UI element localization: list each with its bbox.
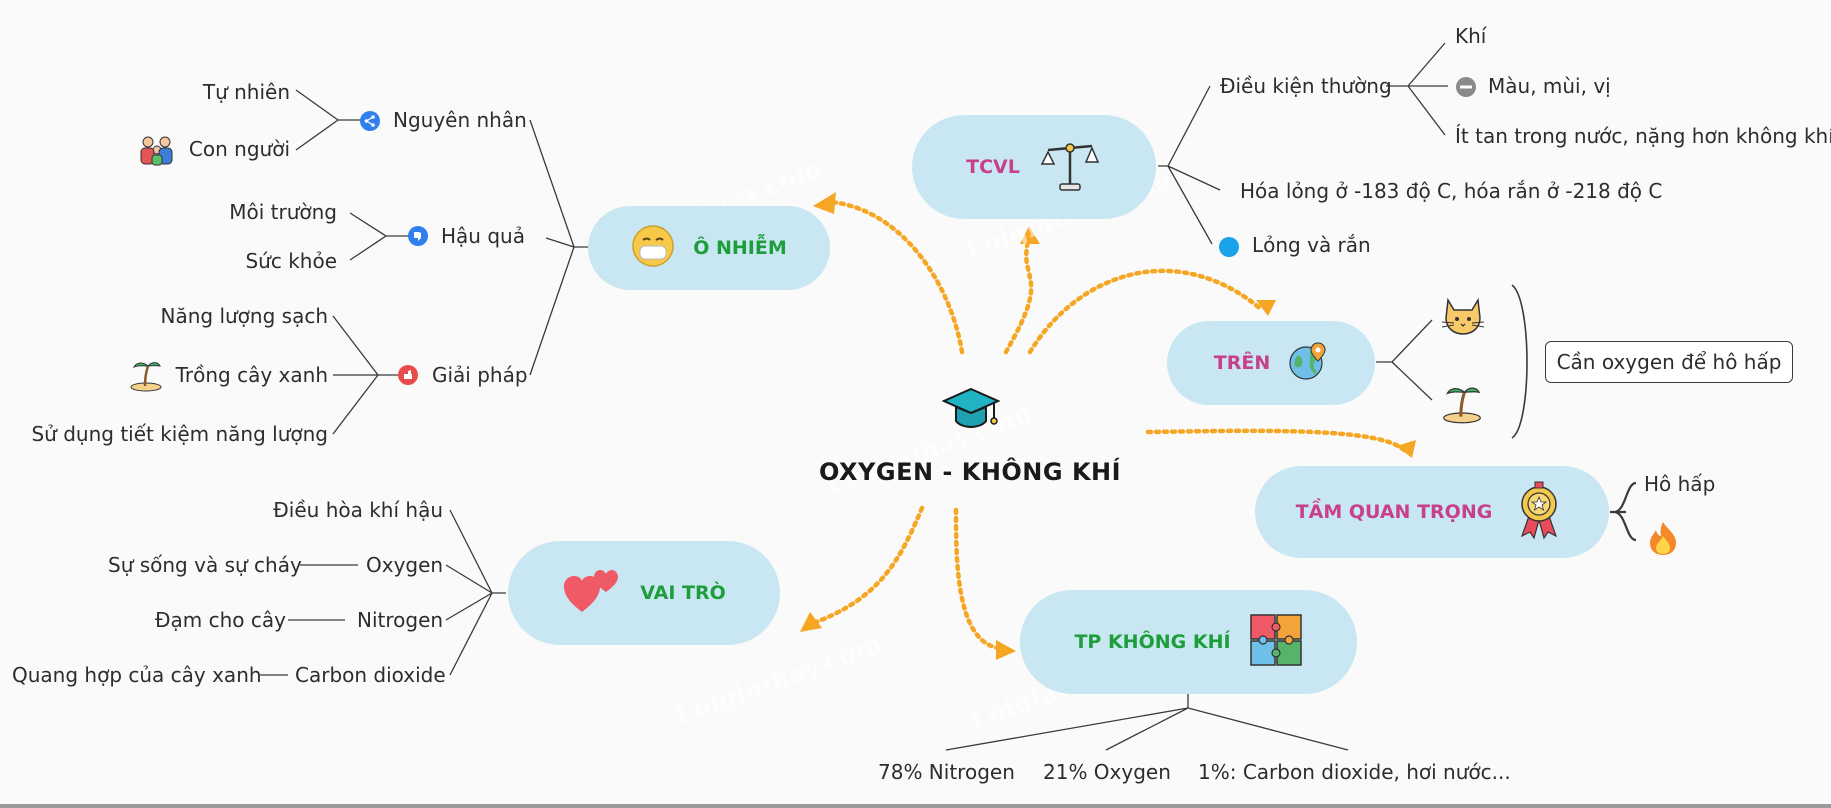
topic-vai-tro[interactable]: VAI TRÒ: [508, 541, 780, 645]
leaf-tiet-kiem-nang-luong[interactable]: Sử dụng tiết kiệm năng lượng: [31, 422, 328, 446]
leaf-1-percent-other[interactable]: 1%: Carbon dioxide, hơi nước...: [1198, 760, 1511, 784]
branch-dieu-hoa-khi-hau[interactable]: Điều hòa khí hậu: [273, 498, 443, 522]
people-icon: [138, 134, 176, 170]
leaf-78-nitrogen[interactable]: 78% Nitrogen: [878, 760, 1015, 784]
thumbs-up-icon: [398, 365, 418, 389]
bottom-border: [0, 804, 1831, 808]
leaf-su-song-va-su-chay[interactable]: Sự sống và sự cháy: [108, 553, 302, 577]
hearts-icon: [562, 566, 622, 620]
globe-pin-icon: [1288, 341, 1328, 385]
leaf-trong-cay-xanh[interactable]: Trồng cây xanh: [175, 363, 328, 387]
branch-oxygen[interactable]: Oxygen: [366, 553, 444, 577]
branch-long-va-ran[interactable]: Lỏng và rắn: [1252, 233, 1371, 257]
puzzle-icon: [1249, 613, 1303, 671]
leaf-khi[interactable]: Khí: [1455, 24, 1487, 48]
masked-face-icon: [631, 224, 675, 272]
leaf-quang-hop[interactable]: Quang hợp của cây xanh: [12, 663, 262, 687]
thumbs-down-icon: [408, 226, 428, 250]
graduation-cap-icon: [941, 385, 1001, 441]
branch-hau-qua[interactable]: Hậu quả: [441, 224, 525, 248]
topic-tp-khong-khi[interactable]: TP KHÔNG KHÍ: [1020, 590, 1357, 694]
topic-tam-quan-trong[interactable]: TẦM QUAN TRỌNG: [1255, 466, 1609, 558]
topic-title: TẦM QUAN TRỌNG: [1295, 501, 1493, 523]
topic-title: TP KHÔNG KHÍ: [1074, 631, 1231, 653]
branch-nguyen-nhan[interactable]: Nguyên nhân: [393, 108, 527, 132]
leaf-tu-nhien[interactable]: Tự nhiên: [202, 80, 290, 104]
leaf-dam-cho-cay[interactable]: Đạm cho cây: [155, 608, 286, 632]
leaf-nang-luong-sach[interactable]: Năng lượng sạch: [160, 304, 329, 328]
topic-title: Ô NHIỄM: [693, 237, 787, 259]
branch-giai-phap[interactable]: Giải pháp: [432, 363, 528, 387]
central-topic[interactable]: OXYGEN - KHÔNG KHÍ: [818, 458, 1122, 486]
leaf-con-nguoi[interactable]: Con người: [188, 137, 290, 161]
share-icon: [360, 111, 380, 135]
minus-circle-icon: [1455, 76, 1477, 102]
branch-hoa-long[interactable]: Hóa lỏng ở -183 độ C, hóa rắn ở -218 độ …: [1240, 179, 1663, 203]
topic-o-nhiem[interactable]: Ô NHIỄM: [588, 206, 830, 290]
branch-nitrogen[interactable]: Nitrogen: [357, 608, 444, 632]
blue-dot-icon: [1218, 236, 1240, 262]
topic-title: VAI TRÒ: [640, 582, 726, 604]
leaf-21-oxygen[interactable]: 21% Oxygen: [1043, 760, 1171, 784]
leaf-mau-mui-vi[interactable]: Màu, mùi, vị: [1488, 74, 1611, 98]
topic-tcvl[interactable]: TCVL: [912, 115, 1156, 219]
award-medal-icon: [1510, 480, 1568, 544]
island-tree-icon: [128, 356, 164, 396]
fire-icon: [1648, 520, 1678, 560]
topic-title: TCVL: [966, 156, 1020, 178]
callout-can-oxygen[interactable]: Cần oxygen để hô hấp: [1545, 341, 1793, 383]
leaf-ho-hap[interactable]: Hô hấp: [1644, 472, 1716, 496]
leaf-it-tan[interactable]: Ít tan trong nước, nặng hơn không khí: [1455, 124, 1831, 148]
branch-dieu-kien-thuong[interactable]: Điều kiện thường: [1220, 74, 1392, 98]
branch-carbon-dioxide[interactable]: Carbon dioxide: [295, 663, 446, 687]
leaf-suc-khoe[interactable]: Sức khỏe: [245, 249, 337, 273]
topic-title: TRÊN: [1213, 352, 1271, 374]
island-tree-icon: [1440, 380, 1484, 428]
leaf-moi-truong[interactable]: Môi trường: [229, 200, 337, 224]
topic-tren[interactable]: TRÊN: [1167, 321, 1375, 405]
balance-scale-icon: [1038, 136, 1102, 198]
cat-icon: [1440, 294, 1486, 342]
